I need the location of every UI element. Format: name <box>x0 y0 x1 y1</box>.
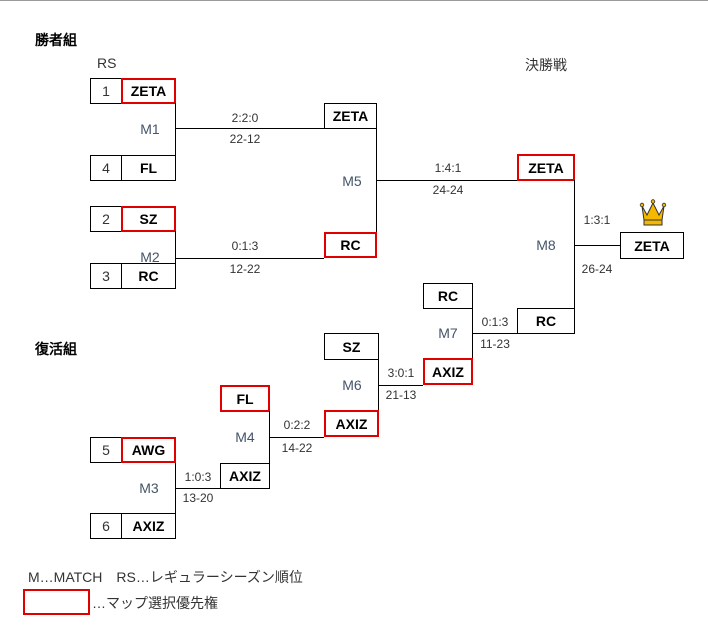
map-score: 0:2:2 <box>283 418 311 432</box>
map-score: 1:0:3 <box>184 470 212 484</box>
team-box: SZ <box>324 333 379 360</box>
round-score: 21-13 <box>385 388 417 402</box>
seed-rank: 5 <box>90 437 122 463</box>
round-score: 14-22 <box>281 441 313 455</box>
round-score: 24-24 <box>432 183 464 197</box>
champion-box: ZETA <box>620 232 684 259</box>
match-label: M2 <box>140 249 160 265</box>
losers-bracket-heading: 復活組 <box>35 341 77 357</box>
map-score: 0:1:3 <box>481 315 509 329</box>
bracket-line <box>175 258 324 259</box>
match-label: M3 <box>139 480 159 496</box>
crown-icon <box>639 199 667 226</box>
seed-team: AXIZ <box>121 513 176 539</box>
map-score: 1:4:1 <box>434 161 462 175</box>
team-box: FL <box>220 385 270 412</box>
seed-rank: 6 <box>90 513 122 539</box>
bracket-line <box>175 488 220 489</box>
seed-rank: 4 <box>90 155 122 181</box>
match-label: M5 <box>342 173 362 189</box>
bracket-line <box>175 128 324 129</box>
bracket-line <box>378 359 379 410</box>
bracket-line <box>175 103 176 155</box>
seed-rank: 3 <box>90 263 122 289</box>
rs-column-heading: RS <box>97 55 117 71</box>
team-box: ZETA <box>324 103 377 129</box>
bracket-line <box>574 245 620 246</box>
seed-team: AWG <box>121 437 176 463</box>
seed-team: FL <box>121 155 176 181</box>
team-box: ZETA <box>517 154 575 181</box>
bracket-line <box>378 385 423 386</box>
match-label: M8 <box>536 237 556 253</box>
bracket-line <box>472 333 517 334</box>
round-score: 12-22 <box>229 262 261 276</box>
seed-team: ZETA <box>121 78 176 104</box>
bracket-line <box>175 231 176 263</box>
round-score: 11-23 <box>480 337 510 351</box>
match-label: M6 <box>342 377 362 393</box>
round-score: 13-20 <box>182 491 214 505</box>
round-score: 22-12 <box>229 132 261 146</box>
winners-bracket-heading: 勝者組 <box>35 32 77 48</box>
map-score: 2:2:0 <box>231 111 259 125</box>
round-score: 26-24 <box>581 262 613 276</box>
final-heading: 決勝戦 <box>525 57 567 73</box>
team-box: AXIZ <box>324 410 379 437</box>
match-label: M4 <box>235 429 255 445</box>
seed-rank: 1 <box>90 78 122 104</box>
seed-rank: 2 <box>90 206 122 232</box>
map-score: 3:0:1 <box>387 366 415 380</box>
team-box: AXIZ <box>423 358 473 385</box>
bracket-line <box>376 180 517 181</box>
seed-team: SZ <box>121 206 176 232</box>
legend-abbreviations: M…MATCH RS…レギュラーシーズン順位 <box>28 569 303 585</box>
team-box: RC <box>423 283 473 309</box>
bracket-line <box>574 180 575 333</box>
legend-priority-swatch <box>23 589 90 615</box>
team-box: RC <box>517 308 575 334</box>
map-score: 1:3:1 <box>583 213 611 227</box>
team-box: AXIZ <box>220 463 270 489</box>
legend-priority-text: …マップ選択優先権 <box>92 595 218 611</box>
map-score: 0:1:3 <box>231 239 259 253</box>
match-label: M1 <box>140 121 160 137</box>
seed-team: RC <box>121 263 176 289</box>
match-label: M7 <box>438 325 458 341</box>
team-box: RC <box>324 232 377 258</box>
bracket-line <box>269 437 324 438</box>
